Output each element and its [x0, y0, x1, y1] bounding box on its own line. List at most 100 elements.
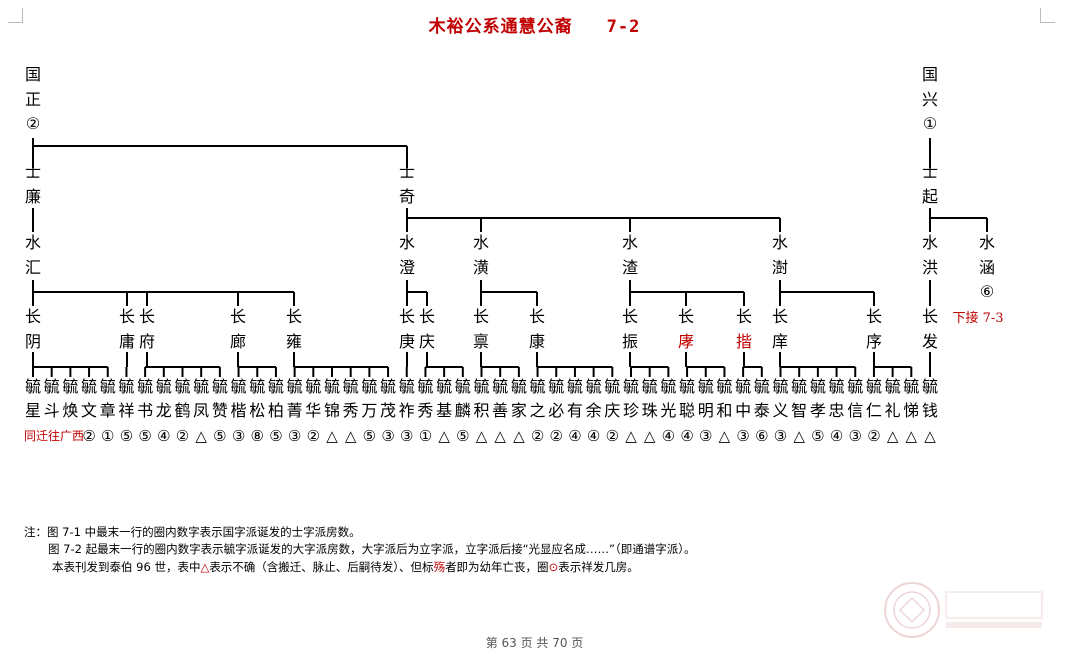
descendant-name: 智 [791, 401, 807, 420]
yu-generation-char: 毓 [716, 377, 732, 396]
house-count-mark: ⑤ [456, 427, 469, 445]
yu-generation-char: 毓 [417, 377, 433, 396]
shang-mark: 殇 [433, 560, 446, 574]
house-count-mark: ③ [288, 427, 301, 445]
descendant-name: 明 [698, 401, 714, 420]
descendant-name: 之 [530, 401, 546, 420]
house-count-mark: △ [476, 427, 488, 445]
descendant-name: 麟 [455, 401, 471, 420]
yu-generation-char: 毓 [25, 377, 41, 396]
yu-generation-char: 毓 [604, 377, 620, 396]
house-count-mark: △ [494, 427, 506, 445]
house-count-mark: △ [625, 427, 637, 445]
yu-generation-char: 毓 [548, 377, 564, 396]
gen-shui-4-char: 澍 [772, 258, 788, 277]
gen-chang-1-char: 庸 [119, 332, 135, 351]
house-count-mark: △ [438, 427, 450, 445]
house-count-mark: ④ [157, 427, 170, 445]
descendant-name: 星 [25, 401, 41, 420]
gen-chang-12-char: 庠 [772, 332, 788, 351]
yu-generation-char: 毓 [903, 377, 919, 396]
descendant-name: 聪 [679, 401, 695, 420]
house-count-mark: ⑤ [811, 427, 824, 445]
descendant-name: 祚 [399, 401, 415, 420]
yu-generation-char: 毓 [567, 377, 583, 396]
title-main: 木裕公系通慧公裔 [428, 17, 573, 37]
note-line-1: 注：图 7-1 中最末一行的圈内数字表示国字派诞发的士字派房数。 [24, 525, 361, 539]
yu-generation-char: 毓 [156, 377, 172, 396]
house-count-mark: △ [513, 427, 525, 445]
yu-generation-char: 毓 [231, 377, 247, 396]
yu-generation-char: 毓 [698, 377, 714, 396]
descendant-name: 光 [660, 401, 676, 420]
yu-generation-char: 毓 [791, 377, 807, 396]
yu-generation-char: 毓 [305, 377, 321, 396]
house-count-mark: ⑥ [755, 427, 768, 445]
yu-generation-char: 毓 [212, 377, 228, 396]
note-line-3: 本表刊发到泰伯 96 世，表中△表示不确（含搬迁、脉止、后嗣待发）、但标殇者即为… [52, 560, 639, 574]
yu-generation-char: 毓 [511, 377, 527, 396]
gen-chang-9-char: 长 [622, 307, 638, 326]
descendant-name: 和 [716, 401, 732, 420]
house-count-mark: ② [550, 427, 563, 445]
descendant-name: 中 [735, 401, 751, 420]
yu-generation-char: 毓 [772, 377, 788, 396]
gen-chang-6-char: 庆 [419, 332, 435, 351]
migration-note: 同迁往广西 [24, 428, 84, 443]
descendant-name: 茂 [380, 401, 396, 420]
house-count-mark: ① [101, 427, 114, 445]
house-count-mark: ② [176, 427, 189, 445]
root-0-num: ② [26, 114, 40, 133]
house-count-mark: ② [307, 427, 320, 445]
house-count-mark: ② [82, 427, 95, 445]
gen-chang-10-char: 庨 [678, 332, 694, 351]
gen-chang-14-char: 发 [922, 332, 938, 351]
house-count-mark: △ [195, 427, 207, 445]
descendant-name: 泰 [754, 401, 770, 420]
gen-chang-0-char: 长 [25, 307, 41, 326]
page-corner-tr [1040, 8, 1055, 23]
descendant-name: 有 [567, 401, 583, 420]
yu-generation-char: 毓 [249, 377, 265, 396]
page-corner-tl [8, 8, 23, 23]
yu-generation-char: 毓 [810, 377, 826, 396]
yu-generation-char: 毓 [137, 377, 153, 396]
gen-shui-4-char: 水 [772, 233, 788, 252]
root-1-num: ① [923, 114, 937, 133]
house-count-mark: ⑤ [363, 427, 376, 445]
shui-han-num: ⑥ [980, 282, 994, 301]
descendant-name: 珍 [623, 401, 639, 420]
yu-generation-char: 毓 [642, 377, 658, 396]
gen-shui-3-char: 渣 [622, 258, 638, 277]
house-count-mark: ⑤ [269, 427, 282, 445]
yu-generation-char: 毓 [754, 377, 770, 396]
house-count-mark: ⑤ [213, 427, 226, 445]
gen-shui-5-char: 洪 [922, 258, 938, 277]
descendant-name: 斗 [44, 401, 60, 420]
yu-generation-char: 毓 [44, 377, 60, 396]
descendant-name: 善 [492, 401, 508, 420]
note-line-2: 图 7-2 起最末一行的圈内数字表示毓字派诞发的大字派房数，大字派后为立字派，立… [48, 542, 696, 556]
house-count-mark: ③ [400, 427, 413, 445]
circle-dot-mark: ⊙ [548, 560, 559, 574]
gen-chang-12-char: 长 [772, 307, 788, 326]
house-count-mark: ⑤ [120, 427, 133, 445]
gen-shui-1-char: 水 [399, 233, 415, 252]
descendant-name: 章 [100, 401, 116, 420]
house-count-mark: △ [793, 427, 805, 445]
gen-chang-7-char: 长 [473, 307, 489, 326]
descendant-name: 忠 [829, 401, 845, 420]
descendant-name: 柏 [268, 401, 284, 420]
house-count-mark: ③ [232, 427, 245, 445]
yu-generation-char: 毓 [829, 377, 845, 396]
house-count-mark: △ [326, 427, 338, 445]
descendant-name: 秀 [417, 401, 433, 420]
yu-generation-char: 毓 [922, 377, 938, 396]
gen-chang-5-char: 庚 [399, 332, 415, 351]
yu-generation-char: 毓 [660, 377, 676, 396]
yu-generation-char: 毓 [866, 377, 882, 396]
title-code: 7-2 [606, 17, 641, 37]
house-count-mark: ④ [662, 427, 675, 445]
descendant-name: 焕 [62, 401, 78, 420]
